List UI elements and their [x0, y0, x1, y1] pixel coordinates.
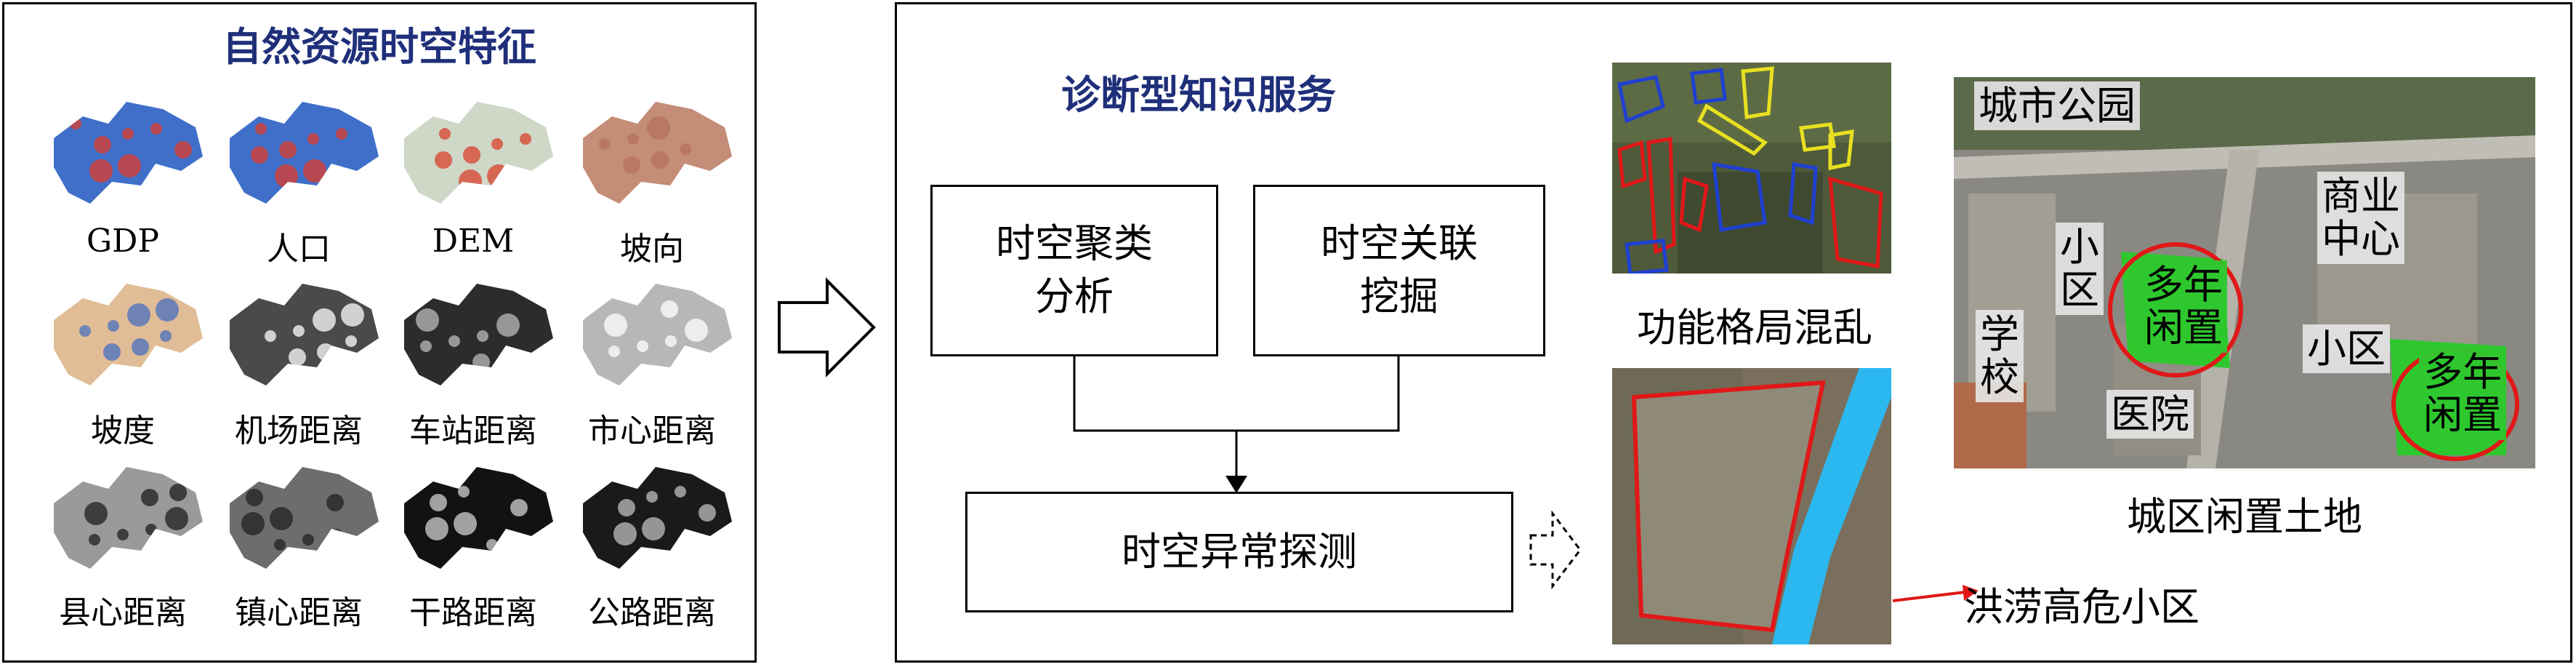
- left-panel: 自然资源时空特征 GDP 人口 DEM 坡向坡度 机场距离 车站距离 市心距离县心距离 镇心距…: [2, 2, 757, 663]
- label-community-2: 小区: [2303, 324, 2390, 374]
- label-idle-land-1: 多年 闲置: [2140, 260, 2227, 353]
- map-thumbnail: [568, 95, 736, 211]
- map-thumbnail: [39, 276, 206, 393]
- map-label: 机场距离: [235, 412, 363, 450]
- map-thumbnail: [568, 460, 736, 576]
- map-label: 人口: [267, 231, 331, 268]
- map-thumbnail: [390, 276, 557, 393]
- label-commercial-center: 商业 中心: [2317, 172, 2404, 264]
- spatiotemporal-cluster-box: 时空聚类 分析: [930, 185, 1218, 356]
- map-label: 县心距离: [59, 594, 187, 631]
- flood-pointer-arrow: [1893, 585, 1979, 602]
- map-thumbnail: [390, 95, 557, 211]
- spatiotemporal-anomaly-box: 时空异常探测: [965, 492, 1513, 612]
- label-idle-land-2: 多年 闲置: [2419, 348, 2506, 440]
- map-thumbnail: [215, 460, 382, 576]
- anomaly-label: 时空异常探测: [1122, 528, 1357, 575]
- label-school: 学 校: [1976, 310, 2024, 402]
- flood-risk-caption: 洪涝高危小区: [1964, 584, 2199, 630]
- label-city-park: 城市公园: [1974, 81, 2140, 131]
- label-hospital: 医院: [2106, 390, 2194, 439]
- function-chaos-caption: 功能格局混乱: [1637, 305, 1872, 351]
- map-label: 公路距离: [588, 594, 716, 631]
- map-thumbnail: [215, 95, 382, 211]
- right-panel-title: 诊断型知识服务: [1061, 71, 1336, 118]
- map-thumbnail: [568, 276, 736, 393]
- map-label: 坡向: [620, 231, 684, 268]
- right-panel: 诊断型知识服务 时空聚类 分析 时空关联 挖掘 时空异常探测: [895, 2, 2572, 663]
- association-label: 时空关联 挖掘: [1321, 220, 1478, 319]
- spatiotemporal-association-box: 时空关联 挖掘: [1253, 185, 1545, 356]
- map-label: 车站距离: [409, 412, 537, 450]
- map-thumbnail: [390, 460, 557, 576]
- map-label: GDP: [86, 223, 160, 260]
- map-label: 坡度: [91, 412, 155, 450]
- left-panel-title: 自然资源时空特征: [222, 23, 536, 70]
- map-thumbnail: [39, 95, 206, 211]
- map-label: 市心距离: [588, 412, 716, 450]
- idle-land-caption: 城区闲置土地: [2127, 494, 2362, 540]
- dashed-arrow-icon: [1529, 510, 1582, 590]
- hollow-right-arrow-icon: [778, 277, 876, 378]
- idle-land-image: 城市公园 商业 中心 小 区 学 校 多年 闲置 小区 医院 多年 闲置: [1954, 77, 2535, 468]
- map-label: 镇心距离: [235, 594, 363, 631]
- map-label: 干路距离: [409, 594, 537, 631]
- flood-risk-image: [1612, 368, 1891, 644]
- connector-lines: [1073, 356, 1400, 493]
- cluster-label: 时空聚类 分析: [996, 220, 1153, 319]
- map-thumbnail: [39, 460, 206, 576]
- map-thumbnail: [215, 276, 382, 393]
- function-chaos-image: [1612, 63, 1891, 273]
- map-label: DEM: [432, 223, 515, 260]
- label-community-1: 小 区: [2056, 223, 2104, 315]
